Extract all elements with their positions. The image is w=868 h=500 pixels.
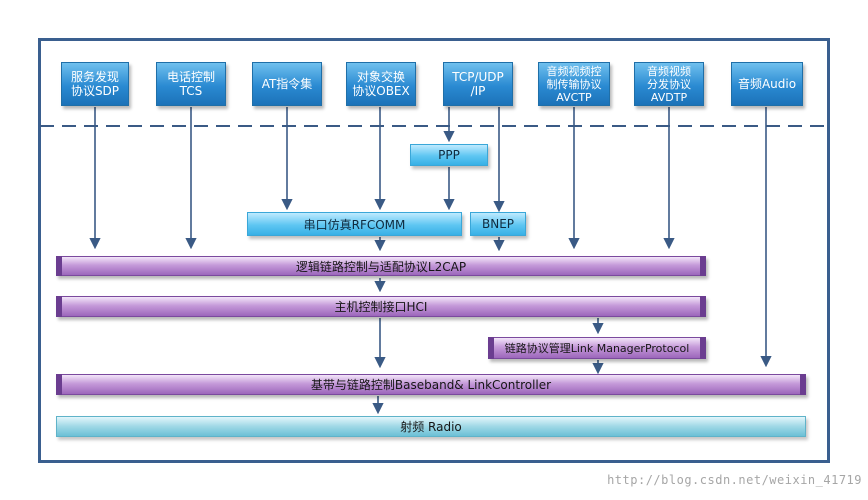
bnep-box: BNEP — [470, 212, 526, 236]
rfcomm-box: 串口仿真RFCOMM — [247, 212, 462, 236]
tcp-ip-box: TCP/UDP /IP — [443, 62, 513, 106]
sdp-box: 服务发现 协议SDP — [61, 62, 129, 106]
bar-end-left — [56, 256, 62, 276]
radio-bar: 射频 Radio — [56, 416, 806, 437]
avctp-box: 音频视频控 制传输协议 AVCTP — [538, 62, 610, 106]
ppp-box: PPP — [410, 144, 488, 166]
avdtp-box: 音频视频 分发协议 AVDTP — [634, 62, 704, 106]
hci-label: 主机控制接口HCI — [334, 300, 428, 314]
l2cap-label: 逻辑链路控制与适配协议L2CAP — [295, 259, 467, 274]
l2cap-bar: 逻辑链路控制与适配协议L2CAP — [56, 256, 706, 276]
tcs-box: 电话控制 TCS — [156, 62, 226, 106]
bar-end-left — [488, 337, 494, 359]
lmp-box: 链路协议管理Link ManagerProtocol — [488, 337, 706, 359]
bar-end-left — [56, 374, 62, 395]
hci-bar: 主机控制接口HCI — [56, 296, 706, 317]
diagram-frame — [38, 38, 830, 463]
bar-end-right — [700, 337, 706, 359]
obex-box: 对象交换 协议OBEX — [346, 62, 416, 106]
baseband-label: 基带与链路控制Baseband& LinkController — [310, 378, 552, 392]
bar-end-right — [800, 374, 806, 395]
audio-box: 音频Audio — [731, 62, 803, 106]
bar-end-right — [700, 296, 706, 317]
bar-end-right — [700, 256, 706, 276]
lmp-label: 链路协议管理Link ManagerProtocol — [504, 342, 690, 355]
at-command-box: AT指令集 — [252, 62, 322, 106]
bar-end-left — [56, 296, 62, 317]
watermark-text: http://blog.csdn.net/weixin_41719 — [607, 473, 862, 487]
baseband-bar: 基带与链路控制Baseband& LinkController — [56, 374, 806, 395]
